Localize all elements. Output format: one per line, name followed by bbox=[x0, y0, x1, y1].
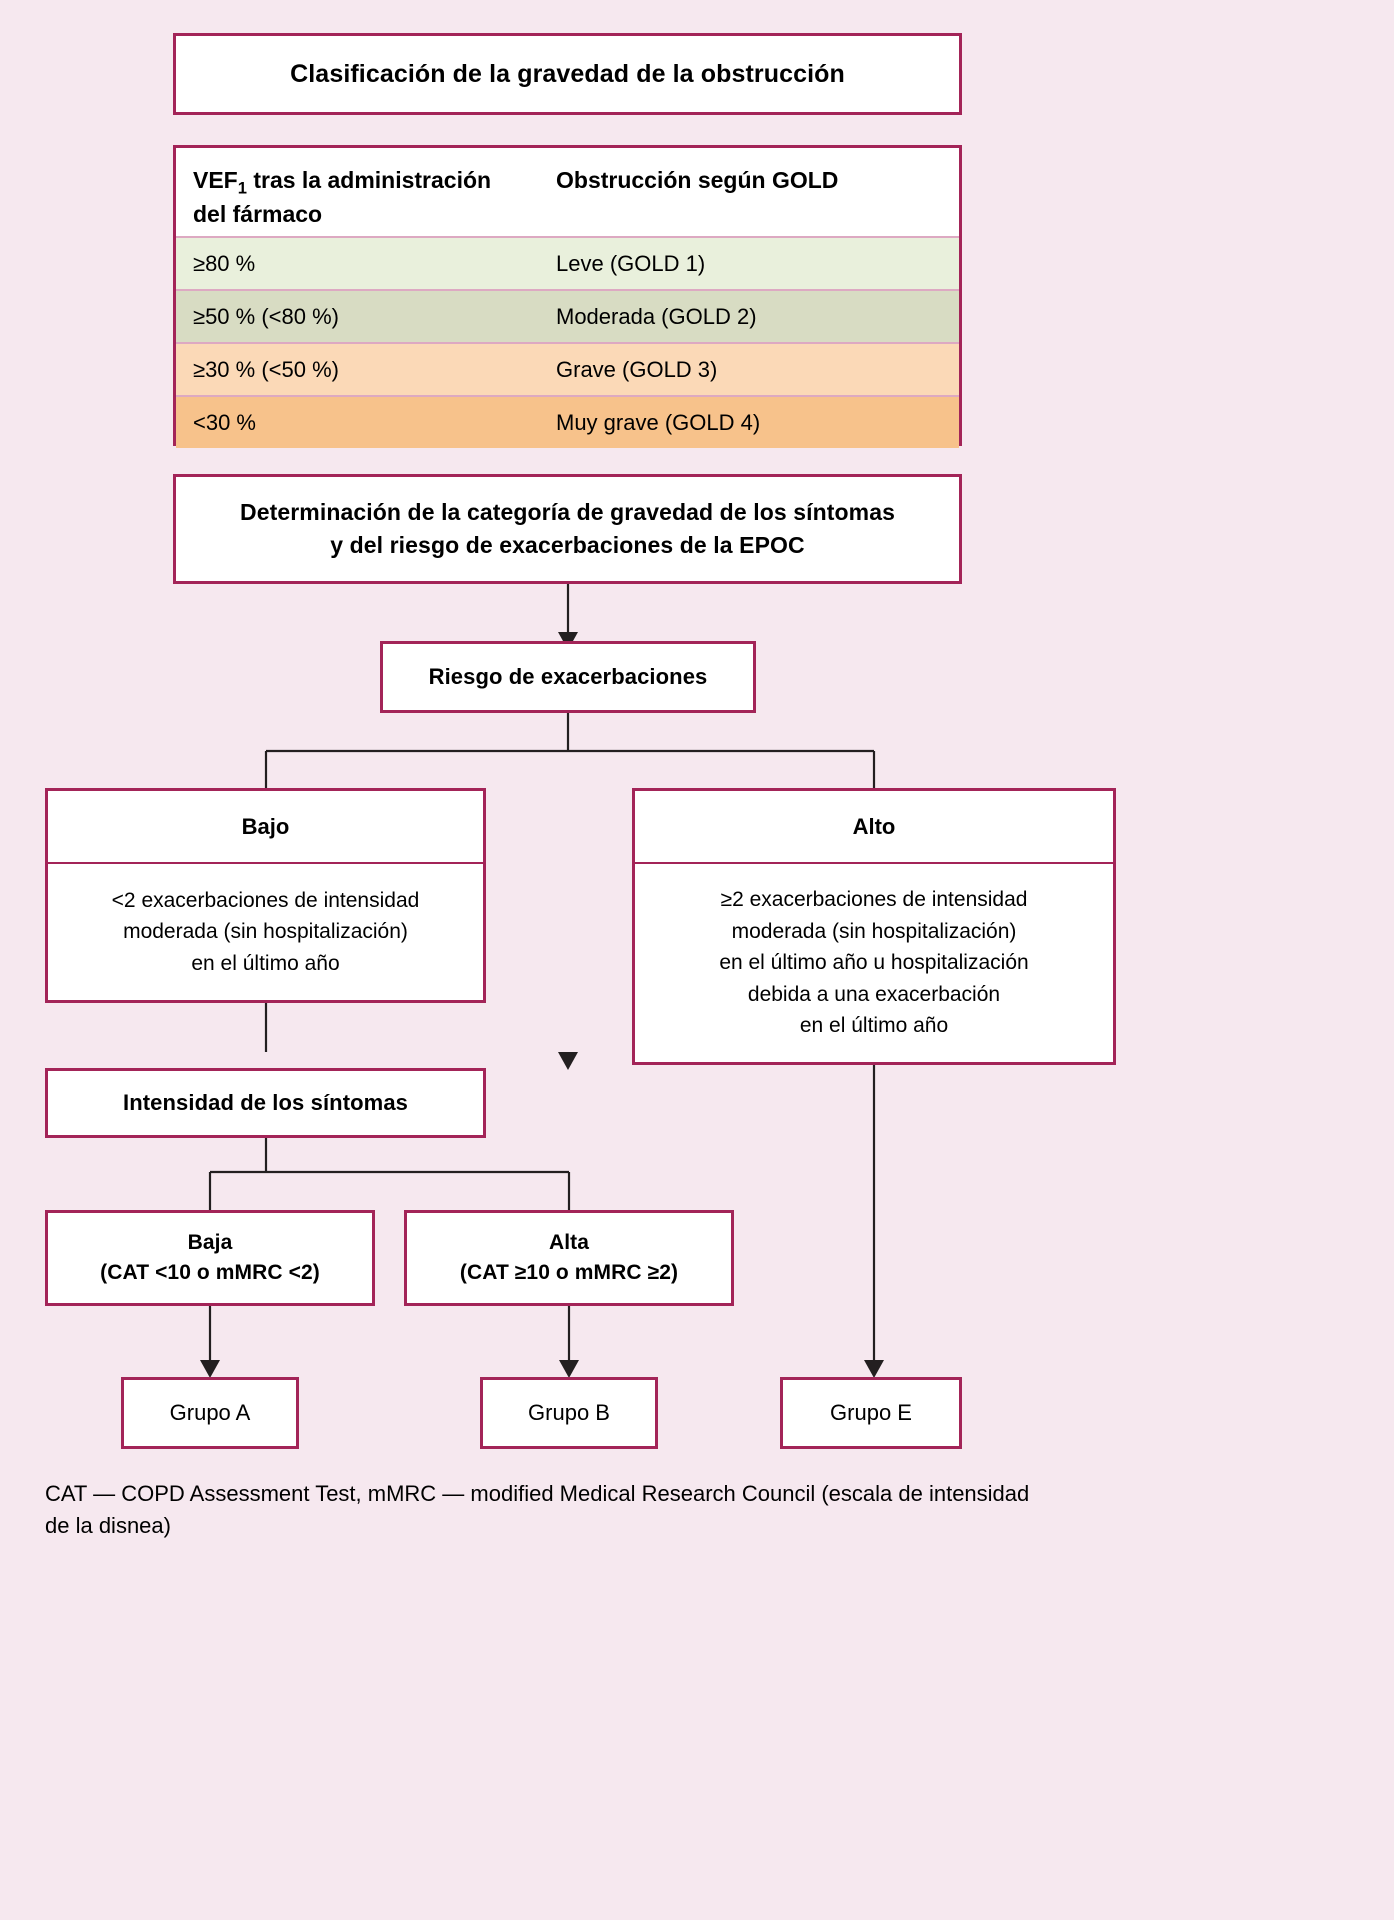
node-riesgo-alto-line3: en el último año u hospitalización bbox=[719, 951, 1029, 975]
table-cell-gold: Leve (GOLD 1) bbox=[556, 250, 706, 276]
node-riesgo-bajo-line1: <2 exacerbaciones de intensidad bbox=[111, 888, 420, 912]
table-cell-vef: ≥50 % (<80 %) bbox=[193, 303, 339, 329]
table-cell-gold: Moderada (GOLD 2) bbox=[556, 303, 757, 329]
banner-clasificacion-label: Clasificación de la gravedad de la obstr… bbox=[290, 59, 845, 88]
table-row: ≥80 % Leve (GOLD 1) bbox=[176, 236, 959, 289]
node-riesgo-alto: Alto ≥2 exacerbaciones de intensidad mod… bbox=[632, 788, 1116, 1065]
banner-determinacion: Determinación de la categoría de graveda… bbox=[173, 474, 962, 584]
node-grupo-b-label: Grupo B bbox=[528, 1400, 610, 1425]
node-riesgo-alto-title: Alto bbox=[635, 791, 1113, 864]
node-grupo-e: Grupo E bbox=[780, 1377, 962, 1449]
node-riesgo-exacerbaciones: Riesgo de exacerbaciones bbox=[380, 641, 756, 713]
node-grupo-e-label: Grupo E bbox=[830, 1400, 912, 1425]
gold-severity-table: VEF1 tras la administración del fármaco … bbox=[173, 145, 962, 448]
node-riesgo-alto-body: ≥2 exacerbaciones de intensidad moderada… bbox=[709, 864, 1038, 1062]
node-intensidad-alta-criteria: (CAT ≥10 o mMRC ≥2) bbox=[459, 1261, 679, 1284]
node-riesgo-alto-line1: ≥2 exacerbaciones de intensidad bbox=[720, 888, 1028, 912]
node-intensidad-sintomas: Intensidad de los síntomas bbox=[45, 1068, 486, 1138]
banner-determinacion-line2: y del riesgo de exacerbaciones de la EPO… bbox=[330, 532, 805, 558]
node-grupo-b: Grupo B bbox=[480, 1377, 658, 1449]
node-riesgo-bajo-title: Bajo bbox=[48, 791, 483, 864]
table-cell-gold: Grave (GOLD 3) bbox=[556, 356, 718, 382]
table-cell-vef: ≥30 % (<50 %) bbox=[193, 356, 339, 382]
node-intensidad-label: Intensidad de los síntomas bbox=[123, 1090, 408, 1115]
banner-clasificacion: Clasificación de la gravedad de la obstr… bbox=[173, 33, 962, 115]
footnote-line1: CAT — COPD Assessment Test, mMRC — modif… bbox=[45, 1481, 1030, 1506]
table-cell-vef: ≥80 % bbox=[193, 250, 256, 276]
table-row: ≥50 % (<80 %) Moderada (GOLD 2) bbox=[176, 289, 959, 342]
vef-subscript: 1 bbox=[237, 178, 247, 198]
node-grupo-a: Grupo A bbox=[121, 1377, 299, 1449]
footnote: CAT — COPD Assessment Test, mMRC — modif… bbox=[45, 1478, 1105, 1542]
table-header-row: VEF1 tras la administración del fármaco … bbox=[176, 148, 959, 236]
table-cell-gold: Muy grave (GOLD 4) bbox=[556, 409, 761, 435]
node-intensidad-alta: Alta (CAT ≥10 o mMRC ≥2) bbox=[404, 1210, 734, 1306]
table-row: ≥30 % (<50 %) Grave (GOLD 3) bbox=[176, 342, 959, 395]
node-intensidad-baja: Baja (CAT <10 o mMRC <2) bbox=[45, 1210, 375, 1306]
node-riesgo-alto-line4: debida a una exacerbación bbox=[747, 982, 1001, 1006]
node-riesgo-bajo-line3: en el último año bbox=[191, 951, 340, 975]
table-cell-vef: <30 % bbox=[193, 409, 256, 435]
table-header-vef: VEF1 tras la administración del fármaco bbox=[193, 167, 492, 228]
node-riesgo-bajo: Bajo <2 exacerbaciones de intensidad mod… bbox=[45, 788, 486, 1003]
node-riesgo-bajo-line2: moderada (sin hospitalización) bbox=[123, 920, 408, 944]
table-row: <30 % Muy grave (GOLD 4) bbox=[176, 395, 959, 448]
node-grupo-a-label: Grupo A bbox=[169, 1400, 251, 1425]
node-riesgo-alto-line2: moderada (sin hospitalización) bbox=[731, 919, 1017, 943]
node-intensidad-alta-title: Alta bbox=[548, 1230, 590, 1254]
banner-determinacion-line1: Determinación de la categoría de graveda… bbox=[239, 499, 896, 526]
table-header-gold: Obstrucción según GOLD bbox=[556, 167, 839, 193]
node-riesgo-alto-line5: en el último año bbox=[799, 1014, 949, 1038]
node-riesgo-label: Riesgo de exacerbaciones bbox=[428, 664, 708, 689]
node-riesgo-bajo-body: <2 exacerbaciones de intensidad moderada… bbox=[102, 864, 430, 1000]
node-intensidad-baja-title: Baja bbox=[187, 1230, 233, 1254]
node-intensidad-baja-criteria: (CAT <10 o mMRC <2) bbox=[100, 1261, 320, 1284]
footnote-line2: de la disnea) bbox=[45, 1512, 171, 1538]
